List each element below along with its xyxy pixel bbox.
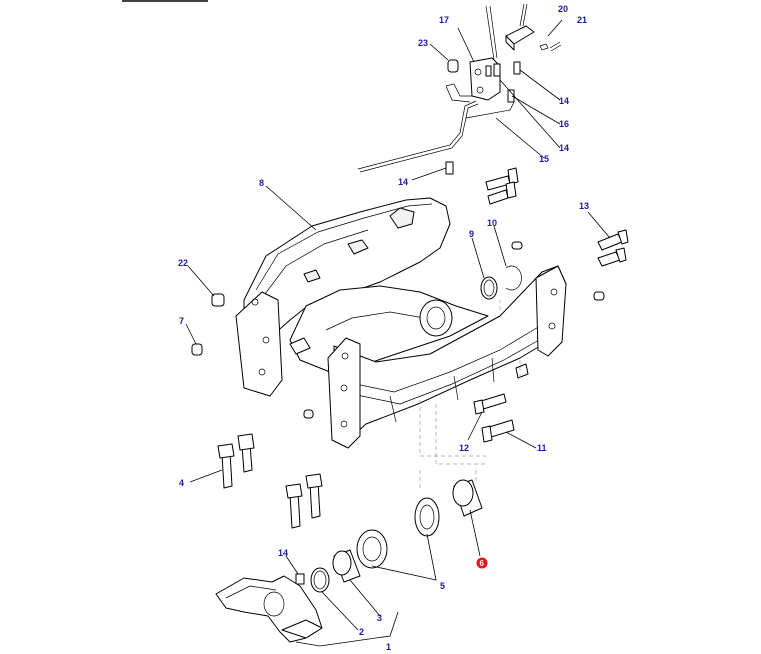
callout-23[interactable]: 23 xyxy=(418,38,428,48)
callout-5[interactable]: 5 xyxy=(440,581,445,591)
callout-10[interactable]: 10 xyxy=(487,218,497,228)
main-frame-casting xyxy=(235,197,567,449)
callout-21[interactable]: 21 xyxy=(577,15,587,25)
callout-4[interactable]: 4 xyxy=(179,478,184,488)
callout-6[interactable]: 6 xyxy=(480,559,485,568)
callout-12[interactable]: 12 xyxy=(459,443,469,453)
callout-20[interactable]: 20 xyxy=(558,4,568,14)
callout-9[interactable]: 9 xyxy=(469,229,474,239)
callout-13[interactable]: 13 xyxy=(579,201,589,211)
callout-6-highlighted[interactable]: 6 xyxy=(476,557,488,569)
callout-22[interactable]: 22 xyxy=(178,258,188,268)
callout-7[interactable]: 7 xyxy=(179,316,184,326)
callouts: 20 21 17 23 14 16 14 15 14 8 13 9 10 22 … xyxy=(178,4,589,652)
callout-14-lower[interactable]: 14 xyxy=(278,548,288,558)
callout-14-upper[interactable]: 14 xyxy=(559,96,569,106)
callout-17[interactable]: 17 xyxy=(439,15,449,25)
lube-pipe-assembly xyxy=(357,3,562,175)
callout-15[interactable]: 15 xyxy=(539,154,549,164)
leader-lines xyxy=(185,19,611,647)
callout-2[interactable]: 2 xyxy=(359,627,364,637)
callout-6-badge xyxy=(476,557,488,569)
loose-hardware xyxy=(191,167,629,643)
assembly-guides xyxy=(419,300,521,488)
callout-3[interactable]: 3 xyxy=(377,613,382,623)
callout-14-fitting[interactable]: 14 xyxy=(398,177,408,187)
callout-14-pipe[interactable]: 14 xyxy=(559,143,569,153)
callout-11[interactable]: 11 xyxy=(537,443,547,453)
callout-1[interactable]: 1 xyxy=(386,642,391,652)
callout-8[interactable]: 8 xyxy=(259,178,264,188)
callout-16[interactable]: 16 xyxy=(559,119,569,129)
